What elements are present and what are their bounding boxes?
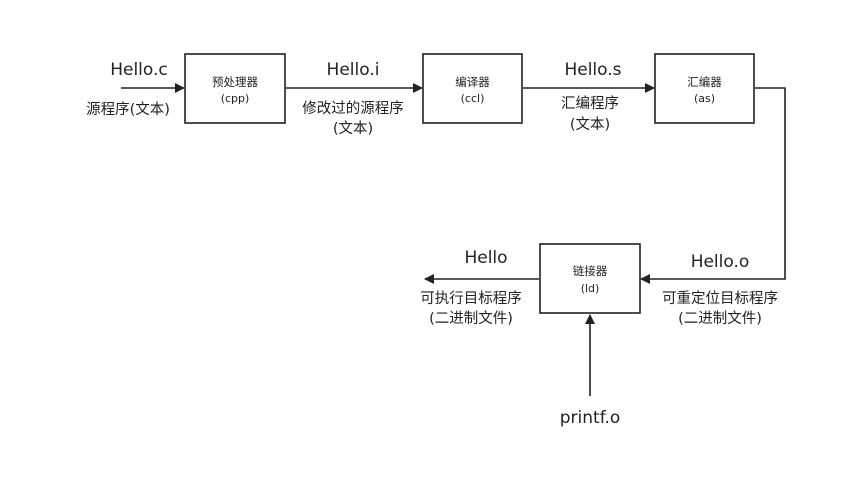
label-relocatable-line1: 可重定位目标程序 <box>662 290 778 307</box>
compiler-sub: (ccl) <box>461 92 485 105</box>
assembler-box: 汇编器 (as) <box>654 53 755 124</box>
label-hello: Hello <box>464 248 507 268</box>
label-hello-c: Hello.c <box>110 60 168 80</box>
label-assembly-line1: 汇编程序 <box>561 95 619 112</box>
preprocessor-box: 预处理器 (cpp) <box>184 53 286 124</box>
linker-title: 链接器 <box>573 264 608 278</box>
label-executable-line2: (二进制文件) <box>429 310 513 327</box>
linker-box: 链接器 (ld) <box>539 243 641 314</box>
preprocessor-title: 预处理器 <box>212 75 258 89</box>
label-hello-o: Hello.o <box>691 252 750 272</box>
assembler-title: 汇编器 <box>687 75 722 89</box>
linker-sub: (ld) <box>581 282 600 295</box>
compiler-title: 编译器 <box>455 75 490 89</box>
compiler-box: 编译器 (ccl) <box>422 53 523 124</box>
label-hello-i: Hello.i <box>327 60 380 80</box>
label-modified-source-line2: (文本) <box>333 120 373 137</box>
label-modified-source-line1: 修改过的源程序 <box>302 100 404 117</box>
arrow-assembler-to-linker <box>640 87 786 284</box>
label-printf-o: printf.o <box>560 408 621 428</box>
assembler-sub: (as) <box>694 92 715 105</box>
preprocessor-sub: (cpp) <box>221 92 250 105</box>
label-relocatable-line2: (二进制文件) <box>678 310 762 327</box>
label-source-text: 源程序(文本) <box>86 101 170 118</box>
label-hello-s: Hello.s <box>564 60 621 80</box>
label-assembly-line2: (文本) <box>570 116 610 133</box>
label-executable-line1: 可执行目标程序 <box>420 290 522 307</box>
